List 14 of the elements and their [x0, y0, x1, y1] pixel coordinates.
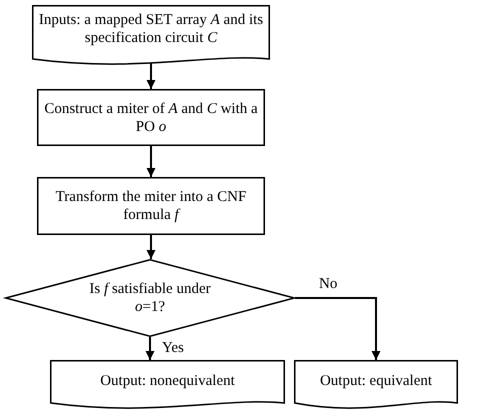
step-text: Is f satisfiable under o=1?: [88, 280, 212, 316]
step-text: Inputs: a mapped SET array A and its specification circuit C: [38, 11, 264, 47]
arrow: [146, 337, 154, 360]
process-box: [37, 177, 265, 235]
arrow: [146, 61, 156, 89]
step-text: Output: equivalent: [318, 372, 434, 390]
step-text: Construct a miter of A and C with a PO o: [43, 100, 259, 136]
arrow: [295, 297, 380, 360]
arrow: [146, 235, 156, 259]
arrow: [146, 146, 156, 177]
step-text: Transform the miter into a CNF formula f: [54, 188, 248, 224]
process-box: [37, 89, 265, 146]
decision-diamond: [5, 259, 295, 337]
step-text: Output: nonequivalent: [99, 372, 236, 390]
